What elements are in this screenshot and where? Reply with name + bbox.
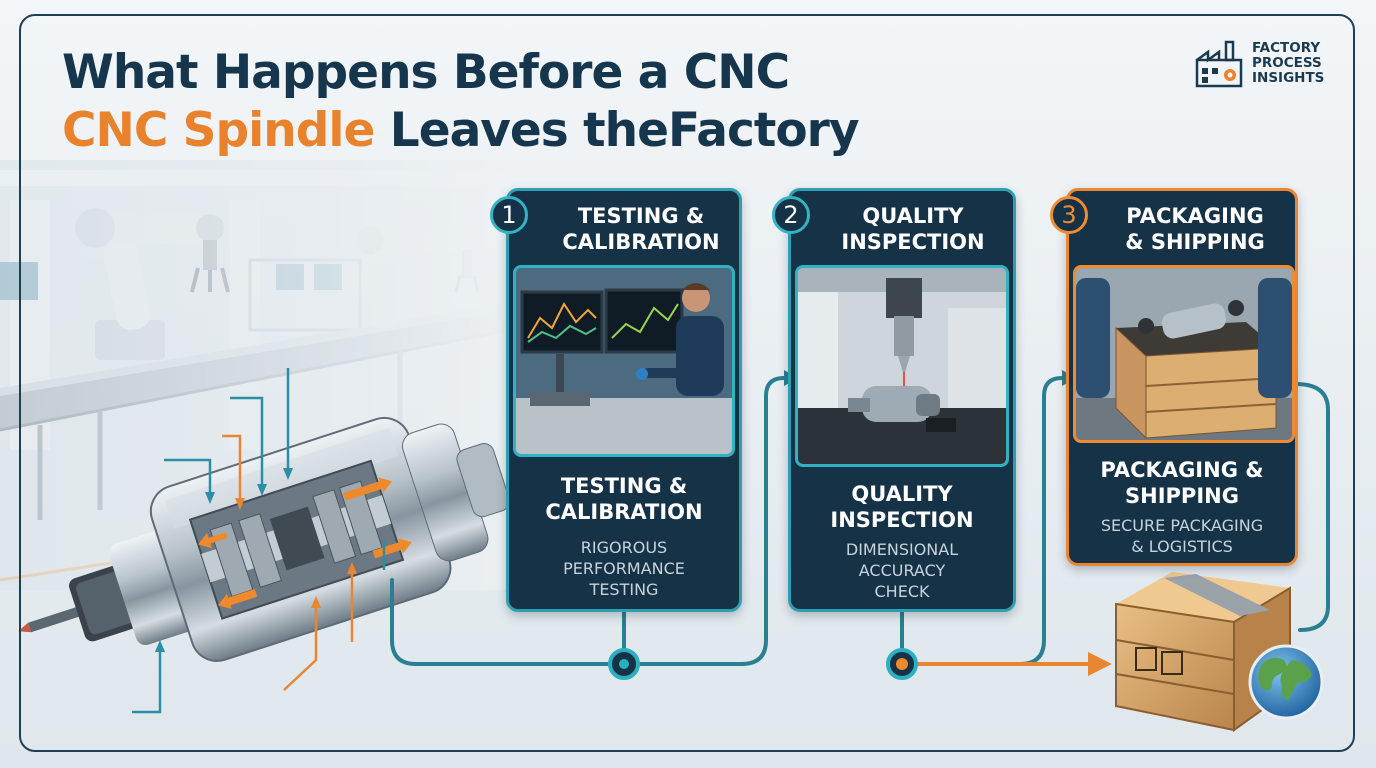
title-line-1: What Happens Before a CNC xyxy=(62,45,790,100)
page-title: What Happens Before a CNC CNC Spindle Le… xyxy=(62,44,860,160)
step-card-testing: TESTING & CALIBRATION TESTIN xyxy=(506,188,742,612)
factory-robot-arms-background xyxy=(0,160,521,590)
step-heading: TESTING & CALIBRATION xyxy=(562,204,720,254)
globe-icon xyxy=(1248,644,1324,720)
crate-packing-photo xyxy=(1073,265,1295,443)
step-number-badge: 3 xyxy=(1050,196,1088,234)
step-heading: PACKAGING & SHIPPING xyxy=(1125,204,1265,254)
technician-at-monitors-photo xyxy=(513,265,735,457)
cnc-spindle-cutaway xyxy=(18,368,511,714)
cmm-probe-inspection-photo xyxy=(795,265,1009,467)
step-subheading: TESTING & CALIBRATION xyxy=(545,474,703,524)
step-card-inspection: QUALITY INSPECTION QUALITY INSP xyxy=(788,188,1016,612)
outer-frame xyxy=(19,14,1355,752)
step-heading: QUALITY INSPECTION xyxy=(841,204,985,254)
step-subheading: QUALITY INSPECTION xyxy=(830,482,974,532)
step-description: RIGOROUS PERFORMANCE TESTING xyxy=(563,538,685,599)
step-subheading: PACKAGING & SHIPPING xyxy=(1100,458,1264,508)
process-flow-connector xyxy=(390,370,1330,680)
step-card-packaging: PACKAGING & SHIPPING PACKAGING & SHIPPIN xyxy=(1066,188,1298,566)
factory-gear-icon xyxy=(1195,40,1243,88)
brand-logo: FACTORY PROCESS INSIGHTS xyxy=(1194,38,1342,88)
step-description: SECURE PACKAGING & LOGISTICS xyxy=(1100,516,1264,556)
step-number-badge: 2 xyxy=(772,196,810,234)
title-accent: CNC Spindle xyxy=(62,103,375,158)
step-number-badge: 1 xyxy=(490,196,528,234)
brand-name: FACTORY PROCESS INSIGHTS xyxy=(1252,39,1325,86)
step-description: DIMENSIONAL ACCURACY CHECK xyxy=(845,540,959,601)
title-line-2: Leaves theFactory xyxy=(374,103,860,158)
